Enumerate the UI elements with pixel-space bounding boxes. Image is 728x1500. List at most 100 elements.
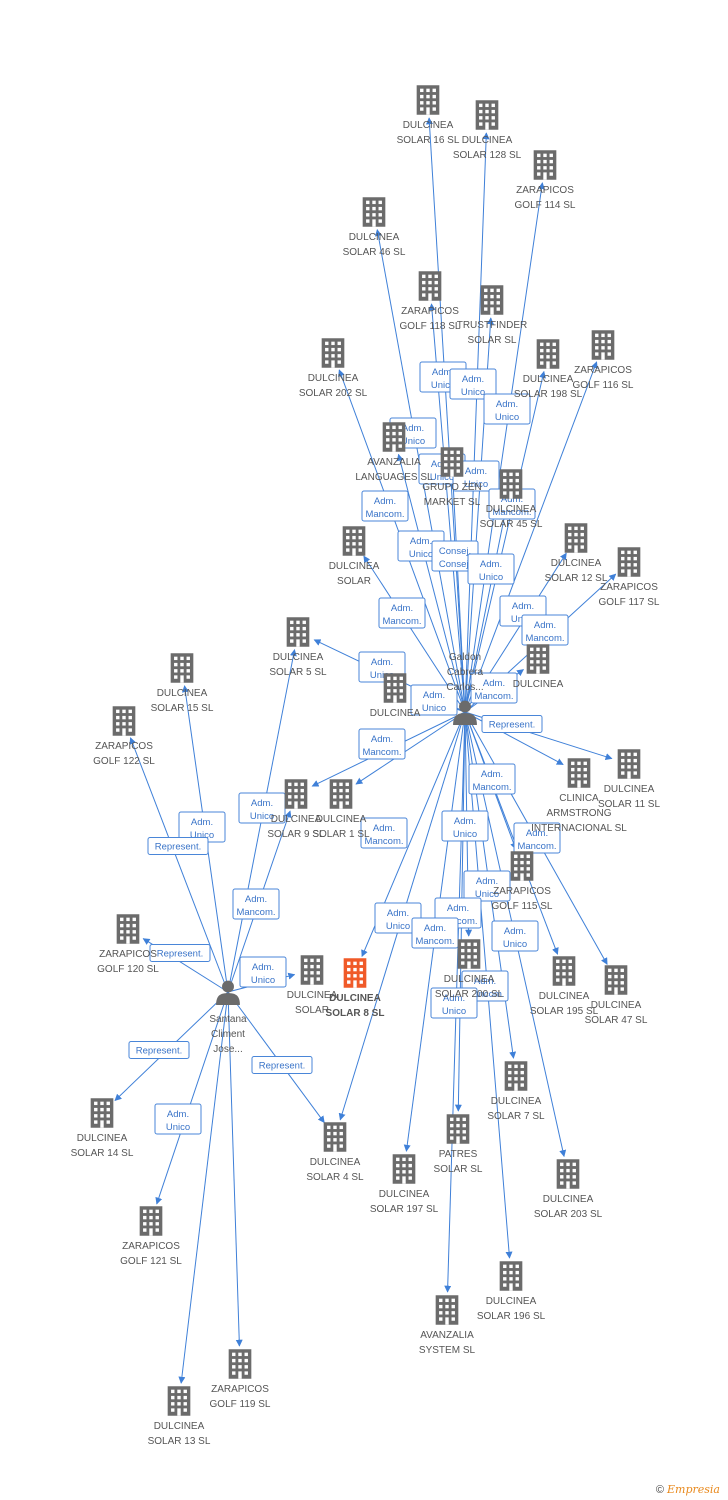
relation-box[interactable]: [128, 1041, 190, 1059]
relation-badge[interactable]: Adm.Unico: [441, 810, 489, 842]
relation-box[interactable]: [430, 987, 478, 1019]
relation-box[interactable]: [467, 553, 515, 585]
relation-box[interactable]: [513, 822, 561, 854]
relation-box[interactable]: [483, 393, 531, 425]
company-label: GOLF 117 SL: [599, 597, 660, 608]
relation-box[interactable]: [463, 870, 511, 902]
relation-badge[interactable]: Represent.: [128, 1041, 190, 1059]
relation-badge[interactable]: Adm.Mancom.: [232, 888, 280, 920]
relation-badge[interactable]: Adm.Mancom.: [411, 917, 459, 949]
relation-badge[interactable]: Adm.Mancom.: [378, 597, 426, 629]
relation-badge[interactable]: Consej.Consej.: [431, 540, 479, 572]
relation-badge[interactable]: Adm.Mancom.: [360, 817, 408, 849]
relation-badge[interactable]: Adm.Mancom.: [361, 490, 409, 522]
relation-badge[interactable]: Adm.Mancom.: [358, 728, 406, 760]
relation-badge[interactable]: Adm.Unico: [483, 393, 531, 425]
relation-badge[interactable]: Adm.Unico: [491, 920, 539, 952]
relation-box[interactable]: [470, 672, 518, 704]
relation-badge[interactable]: Adm.Unico: [374, 902, 422, 934]
relation-badge[interactable]: Adm.Mancom.: [521, 614, 569, 646]
relation-badge[interactable]: Adm.Unico: [430, 987, 478, 1019]
relation-box[interactable]: [491, 920, 539, 952]
relation-badge[interactable]: Represent.: [481, 715, 543, 733]
relation-box[interactable]: [410, 684, 458, 716]
brand-logo[interactable]: Empresia: [667, 1483, 720, 1496]
relation-badge[interactable]: Adm.Mancom.: [468, 763, 516, 795]
relation-badge[interactable]: Adm.Unico: [410, 684, 458, 716]
relation-box[interactable]: [378, 597, 426, 629]
relation-box[interactable]: [147, 837, 209, 855]
relation-badge[interactable]: Adm.Mancom.: [470, 672, 518, 704]
company-node-cx2[interactable]: DULCINEA: [370, 673, 421, 719]
person-node-santana[interactable]: SantanaClimentJose...: [209, 980, 247, 1055]
relation-box[interactable]: [232, 888, 280, 920]
relation-box[interactable]: [361, 490, 409, 522]
relation-badge[interactable]: Adm.Unico: [467, 553, 515, 585]
company-label: GOLF 118 SL: [400, 321, 461, 332]
relation-badge[interactable]: Adm.Unico: [239, 956, 287, 988]
relation-box[interactable]: [358, 728, 406, 760]
relation-badge[interactable]: Represent.: [251, 1056, 313, 1074]
relation-badge[interactable]: Represent.: [149, 944, 211, 962]
building-icon: [300, 955, 324, 985]
relation-badge[interactable]: Adm.Unico: [449, 368, 497, 400]
relation-badge[interactable]: Adm.Unico: [452, 460, 500, 492]
relation-box[interactable]: [154, 1103, 202, 1135]
relation-box[interactable]: [251, 1056, 313, 1074]
relation-box[interactable]: [239, 956, 287, 988]
relation-box[interactable]: [411, 917, 459, 949]
company-node-cx3[interactable]: DULCINEA: [513, 644, 564, 690]
relation-badge[interactable]: Adm.Unico: [463, 870, 511, 902]
relation-badge[interactable]: Adm.Mancom.: [513, 822, 561, 854]
relation-box[interactable]: [468, 763, 516, 795]
relation-badge[interactable]: Adm.Unico: [154, 1103, 202, 1135]
relation-box[interactable]: [149, 944, 211, 962]
relation-badge[interactable]: Represent.: [147, 837, 209, 855]
person-node-galdon[interactable]: GaldonCabreraCarlos...: [446, 652, 484, 725]
relation-box[interactable]: [441, 810, 489, 842]
relation-box[interactable]: [360, 817, 408, 849]
relation-box[interactable]: [481, 715, 543, 733]
relation-box[interactable]: [449, 368, 497, 400]
